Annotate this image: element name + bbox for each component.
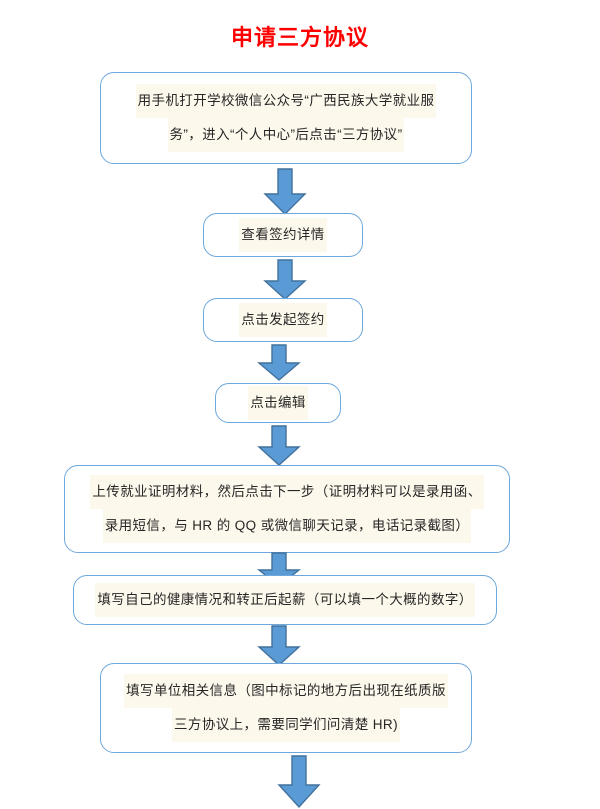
flow-node-line: 填写单位相关信息（图中标记的地方后出现在纸质版 [124,674,448,708]
flow-node-line: 用手机打开学校微信公众号“广西民族大学就业服 [135,84,437,118]
flow-node-line: 查看签约详情 [239,218,327,252]
page-title: 申请三方协议 [230,25,369,50]
flow-node-line: 三方协议上，需要同学们问清楚 HR) [172,708,400,742]
flow-node-line: 务”，进入“个人中心”后点击“三方协议” [167,118,405,152]
flow-node-step-5[interactable]: 上传就业证明材料，然后点击下一步（证明材料可以是录用函、 录用短信，与 HR 的… [64,465,510,553]
down-arrow-icon [257,425,301,467]
flow-node-line: 填写自己的健康情况和转正后起薪（可以填一个大概的数字） [95,583,475,617]
flow-node-step-3[interactable]: 点击发起签约 [203,298,363,342]
flow-node-line: 录用短信，与 HR 的 QQ 或微信聊天记录，电话记录截图） [102,509,472,543]
flow-node-step-2[interactable]: 查看签约详情 [203,213,363,257]
down-arrow-icon [257,625,301,667]
flow-node-step-1[interactable]: 用手机打开学校微信公众号“广西民族大学就业服 务”，进入“个人中心”后点击“三方… [100,72,472,164]
down-arrow-icon [277,755,321,809]
flow-node-step-6[interactable]: 填写自己的健康情况和转正后起薪（可以填一个大概的数字） [73,575,497,625]
down-arrow-icon [263,259,307,301]
down-arrow-icon [263,168,307,216]
flow-node-line: 点击发起签约 [239,303,327,337]
flow-node-line: 点击编辑 [248,386,308,420]
flow-node-line: 上传就业证明材料，然后点击下一步（证明材料可以是录用函、 [90,475,484,509]
flow-node-step-7[interactable]: 填写单位相关信息（图中标记的地方后出现在纸质版 三方协议上，需要同学们问清楚 H… [100,663,472,753]
down-arrow-icon [257,344,301,382]
flow-node-step-4[interactable]: 点击编辑 [215,383,341,423]
